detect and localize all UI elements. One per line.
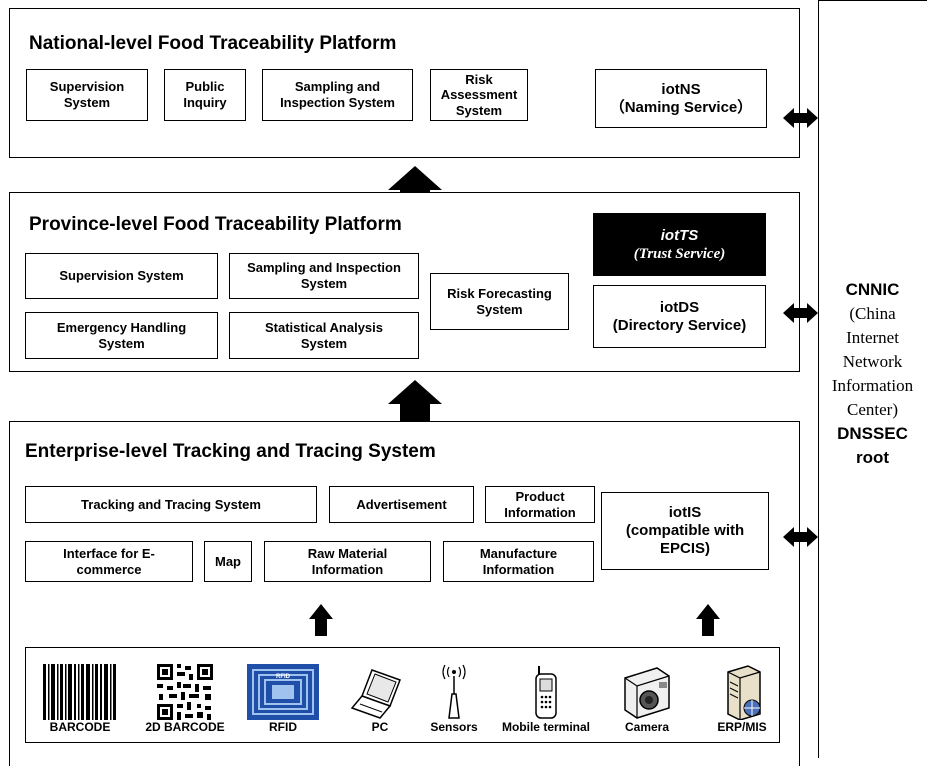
up-arrow-province-to-national — [388, 166, 442, 192]
device-mobile-terminal-label: Mobile terminal — [501, 720, 590, 734]
mobile-phone-icon — [535, 666, 557, 719]
cnnic-desc-2: Internet — [846, 328, 899, 347]
iotts-label: iotTS — [660, 226, 699, 244]
iotns-sublabel: （Naming Service） — [609, 98, 753, 116]
raw-material-box: Raw Material Information — [264, 541, 431, 582]
iotns-label: iotNS — [661, 80, 701, 98]
device-pc: PC — [345, 666, 415, 734]
cnnic-desc-3: Network — [842, 352, 903, 371]
iotds-label: iotDS — [659, 298, 700, 316]
cnnic-name: CNNIC — [845, 280, 900, 299]
iotds-sublabel: (Directory Service) — [612, 316, 747, 334]
device-sensors-label: Sensors — [430, 720, 478, 734]
cnnic-desc-1: (China — [849, 304, 896, 323]
server-icon — [727, 665, 761, 720]
national-sampling-inspection: Sampling and Inspection System — [262, 69, 413, 121]
national-platform-title: National-level Food Traceability Platfor… — [29, 33, 397, 54]
device-barcode-label: BARCODE — [49, 720, 111, 734]
national-risk-assessment: Risk Assessment System — [430, 69, 528, 121]
sensor-antenna-icon — [442, 664, 466, 719]
camera-icon — [624, 667, 670, 719]
national-public-inquiry: Public Inquiry — [164, 69, 246, 121]
cnnic-label: CNNIC (China Internet Network Informatio… — [818, 278, 927, 470]
province-statistical-analysis: Statistical Analysis System — [229, 312, 419, 359]
province-platform-title: Province-level Food Traceability Platfor… — [29, 214, 402, 235]
cnnic-desc-4: Information — [831, 376, 914, 395]
province-risk-forecasting: Risk Forecasting System — [430, 273, 569, 330]
iotts-sublabel: (Trust Service) — [633, 245, 726, 262]
national-supervision-system: Supervision System — [26, 69, 148, 121]
barcode-icon — [43, 664, 116, 720]
device-rfid: RFID RFID — [245, 664, 321, 734]
ecommerce-interface-box: Interface for E- commerce — [25, 541, 193, 582]
map-box: Map — [204, 541, 252, 582]
device-camera-label: Camera — [624, 720, 670, 734]
rfid-tag-text: RFID — [276, 674, 291, 680]
device-rfid-label: RFID — [269, 720, 297, 734]
up-arrow-enterprise-to-province — [388, 380, 442, 421]
province-supervision-system: Supervision System — [25, 253, 218, 299]
device-sensors: Sensors — [424, 664, 484, 734]
iotts-box: iotTS (Trust Service) — [593, 213, 766, 276]
device-barcode: BARCODE — [38, 664, 122, 734]
cnnic-column — [818, 0, 927, 758]
laptop-icon — [350, 669, 401, 719]
iotds-box: iotDS (Directory Service) — [593, 285, 766, 348]
manufacture-information-box: Manufacture Information — [443, 541, 594, 582]
device-2d-barcode-label: 2D BARCODE — [145, 720, 225, 734]
device-camera: Camera — [612, 664, 682, 734]
tracking-tracing-system-box: Tracking and Tracing System — [25, 486, 317, 523]
cnnic-desc-5: Center) — [847, 400, 898, 419]
iotis-box: iotIS (compatible with EPCIS) — [601, 492, 769, 570]
device-pc-label: PC — [371, 720, 389, 734]
device-mobile-terminal: Mobile terminal — [490, 664, 602, 734]
rfid-tag-icon: RFID — [247, 664, 319, 720]
province-emergency-handling: Emergency Handling System — [25, 312, 218, 359]
iotns-box: iotNS （Naming Service） — [595, 69, 767, 128]
qr-code-icon — [157, 664, 213, 720]
device-erp-mis-label: ERP/MIS — [717, 720, 767, 734]
dnssec-label: DNSSEC — [837, 424, 908, 443]
province-sampling-inspection: Sampling and Inspection System — [229, 253, 419, 299]
device-erp-mis: ERP/MIS — [704, 664, 780, 734]
enterprise-system-title: Enterprise-level Tracking and Tracing Sy… — [25, 441, 436, 462]
advertisement-box: Advertisement — [329, 486, 474, 523]
root-label: root — [855, 448, 890, 467]
device-2d-barcode: 2D BARCODE — [130, 664, 240, 734]
product-information-box: Product Information — [485, 486, 595, 523]
